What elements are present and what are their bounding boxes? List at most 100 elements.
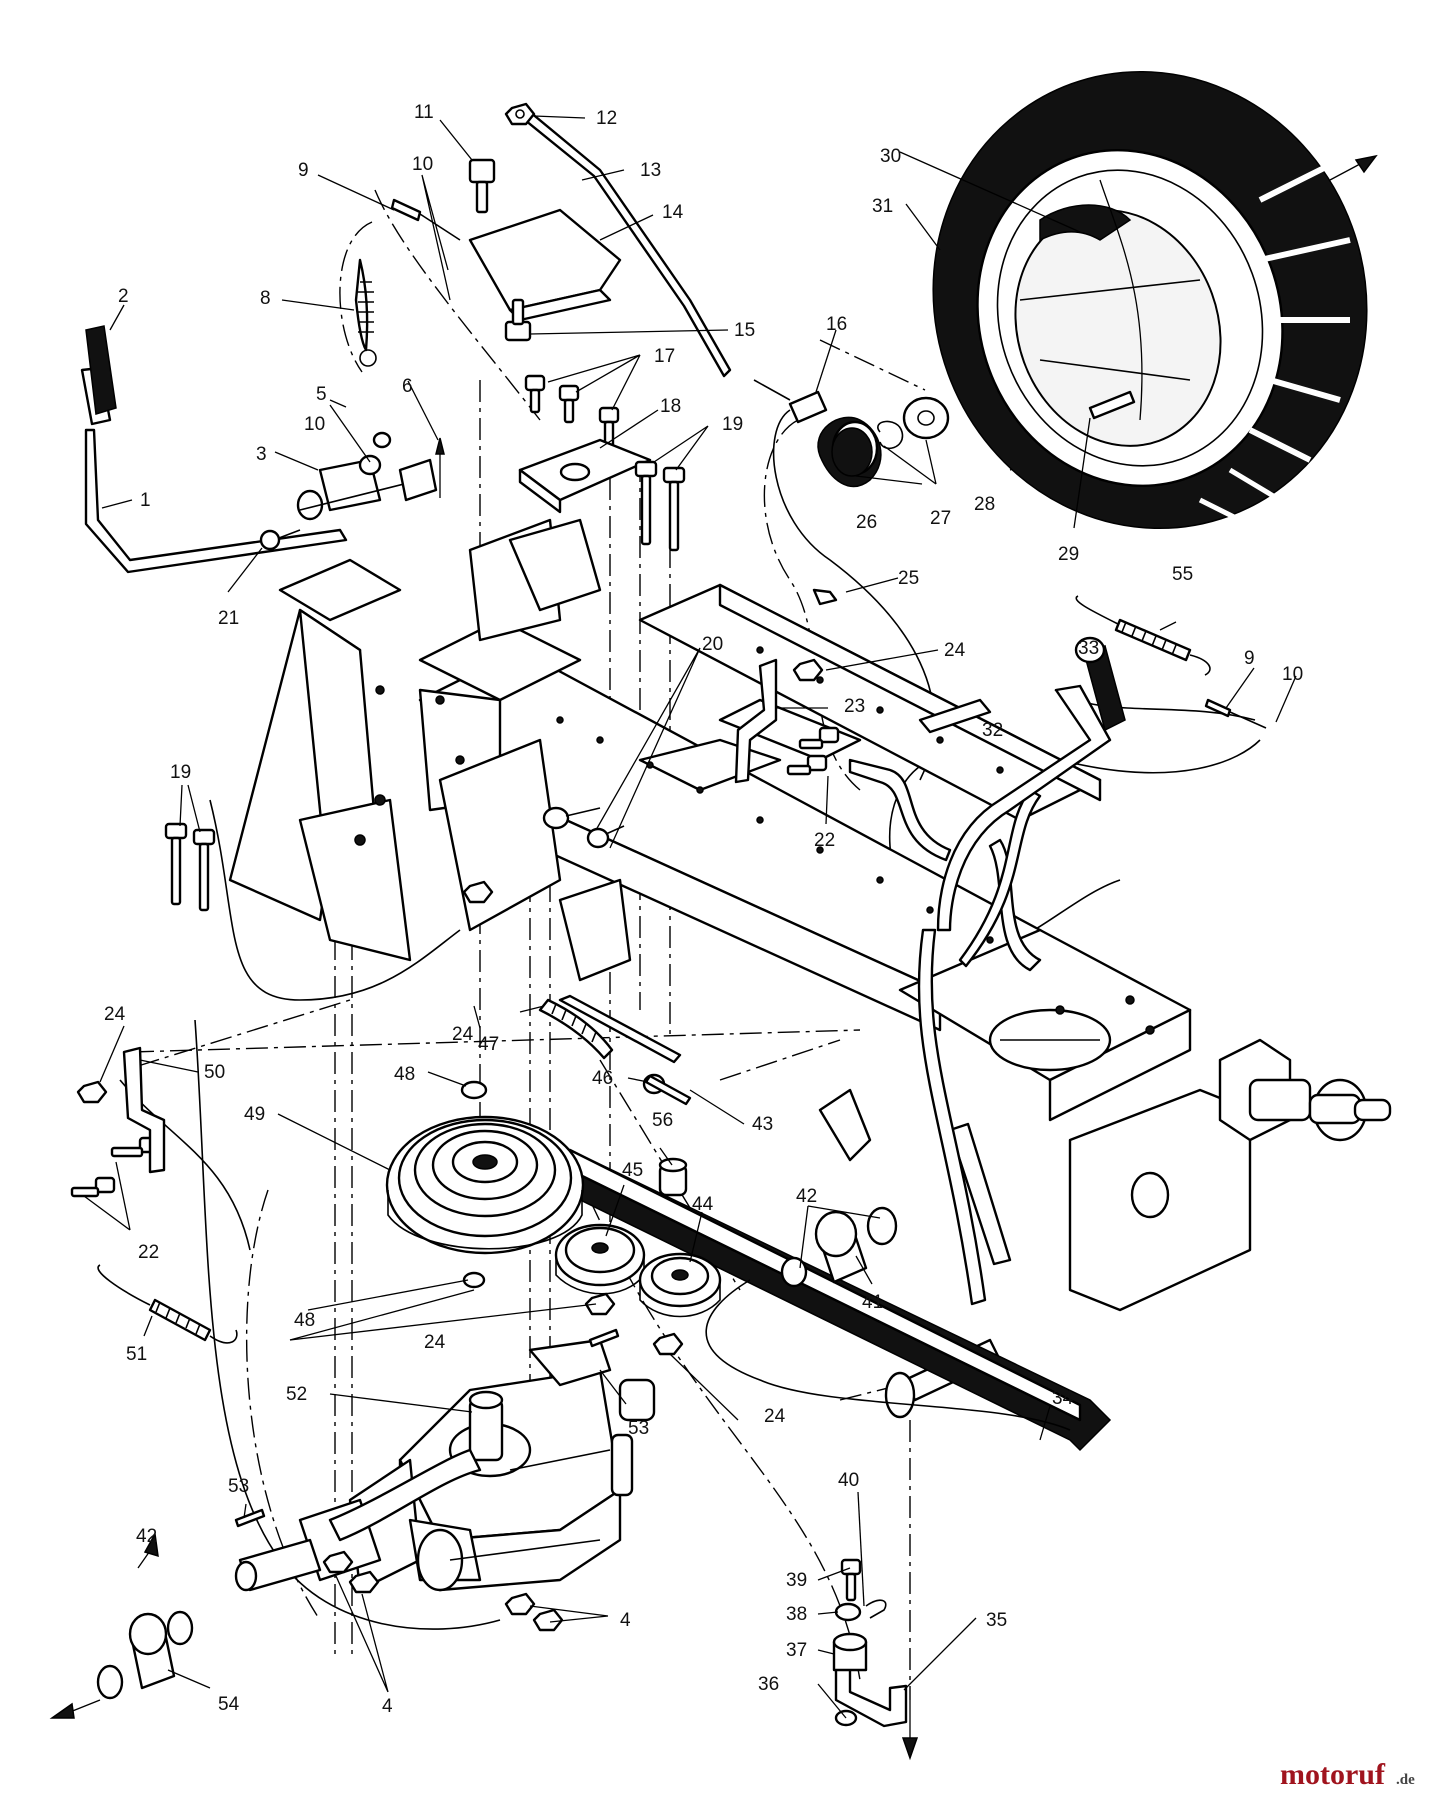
part-label-46: 46 bbox=[592, 1068, 613, 1089]
spacers bbox=[128, 1210, 868, 1690]
part-label-21: 21 bbox=[218, 608, 239, 629]
part-label-52: 52 bbox=[286, 1384, 307, 1405]
bracket-35 bbox=[834, 1662, 908, 1728]
rear-tire bbox=[932, 70, 1378, 530]
part-label-17: 17 bbox=[654, 346, 675, 367]
part-label-24d: 24 bbox=[424, 1332, 446, 1353]
part-label-15: 15 bbox=[734, 320, 755, 341]
part-label-32: 32 bbox=[982, 720, 1003, 741]
part-label-48a: 48 bbox=[394, 1064, 415, 1085]
watermark-suffix: .de bbox=[1396, 1772, 1415, 1788]
part-label-41: 41 bbox=[862, 1292, 883, 1313]
part-label-30: 30 bbox=[880, 146, 901, 167]
leader-lines bbox=[83, 115, 1297, 1719]
part-label-48b: 48 bbox=[294, 1310, 315, 1331]
bracket-23 bbox=[734, 658, 778, 784]
part-label-18: 18 bbox=[660, 396, 681, 417]
nuts-24 bbox=[76, 658, 824, 1356]
part-label-19a: 19 bbox=[722, 414, 743, 435]
part-label-16: 16 bbox=[826, 314, 847, 335]
bolts-19-rear bbox=[634, 460, 686, 552]
transaxle bbox=[234, 1338, 656, 1592]
part-label-38: 38 bbox=[786, 1604, 807, 1625]
part-label-37: 37 bbox=[786, 1640, 807, 1661]
part-label-12: 12 bbox=[596, 108, 617, 129]
part-label-36: 36 bbox=[758, 1674, 779, 1695]
part-label-10c: 10 bbox=[1282, 664, 1303, 685]
bolts-19-front bbox=[164, 822, 216, 912]
part-label-31: 31 bbox=[872, 196, 893, 217]
part-label-9a: 9 bbox=[298, 160, 309, 181]
part-label-51: 51 bbox=[126, 1344, 147, 1365]
part-label-35: 35 bbox=[986, 1610, 1007, 1631]
part-label-4a: 4 bbox=[620, 1610, 631, 1631]
part-label-8: 8 bbox=[260, 288, 271, 309]
part-label-25: 25 bbox=[898, 568, 919, 589]
part-number-labels: 1 2 3 4 4 5 6 8 9 9 10 10 10 11 12 13 14… bbox=[104, 102, 1303, 1717]
nut-12 bbox=[504, 102, 536, 126]
part-label-24c: 24 bbox=[104, 1004, 126, 1025]
part-label-53a: 53 bbox=[628, 1418, 649, 1439]
part-label-47: 47 bbox=[478, 1034, 499, 1055]
part-label-34: 34 bbox=[1052, 1388, 1074, 1409]
part-label-26: 26 bbox=[856, 512, 877, 533]
part-label-13: 13 bbox=[640, 160, 661, 181]
part-label-56: 56 bbox=[652, 1110, 673, 1131]
part-label-54: 54 bbox=[218, 1694, 240, 1715]
part-label-10b: 10 bbox=[304, 414, 325, 435]
bolt-15 bbox=[504, 298, 532, 342]
part-label-49: 49 bbox=[244, 1104, 265, 1125]
part-label-45: 45 bbox=[622, 1160, 643, 1181]
part-label-5: 5 bbox=[316, 384, 327, 405]
part-label-33: 33 bbox=[1078, 638, 1099, 659]
part-label-22b: 22 bbox=[138, 1242, 159, 1263]
part-label-14: 14 bbox=[662, 202, 684, 223]
frame-holes bbox=[354, 646, 1155, 1035]
bolts-22 bbox=[70, 726, 840, 1198]
springs bbox=[97, 198, 1267, 1344]
part-label-43: 43 bbox=[752, 1114, 773, 1135]
part-label-40: 40 bbox=[838, 1470, 859, 1491]
bracket-50 bbox=[122, 1046, 166, 1174]
direction-arrows bbox=[49, 1531, 919, 1761]
part-label-24b: 24 bbox=[452, 1024, 474, 1045]
part-label-39: 39 bbox=[786, 1570, 807, 1591]
part-label-44: 44 bbox=[692, 1194, 714, 1215]
part-label-6: 6 bbox=[402, 376, 413, 397]
part-label-10a: 10 bbox=[412, 154, 433, 175]
part-label-2: 2 bbox=[118, 286, 129, 307]
part-label-19b: 19 bbox=[170, 762, 191, 783]
pulley-system bbox=[385, 1115, 1112, 1452]
part-label-22a: 22 bbox=[814, 830, 835, 851]
part-label-27: 27 bbox=[930, 508, 951, 529]
shift-lever-assembly bbox=[80, 325, 445, 574]
bolt-11 bbox=[468, 158, 496, 214]
nuts-4 bbox=[322, 1550, 564, 1632]
watermark: motoruf .de bbox=[1280, 1758, 1415, 1791]
hardware bbox=[70, 102, 908, 1728]
bolt-39 bbox=[840, 1558, 862, 1602]
part-label-1: 1 bbox=[140, 490, 151, 511]
part-label-29: 29 bbox=[1058, 544, 1079, 565]
part-label-4b: 4 bbox=[382, 1696, 393, 1717]
part-label-3: 3 bbox=[256, 444, 267, 465]
bolts-17 bbox=[524, 374, 620, 448]
main-frame bbox=[228, 518, 1392, 1312]
part-label-50: 50 bbox=[204, 1062, 225, 1083]
watermark-brand: motoruf bbox=[1280, 1758, 1386, 1791]
part-label-23: 23 bbox=[844, 696, 865, 717]
part-label-42a: 42 bbox=[796, 1186, 817, 1207]
pins bbox=[234, 588, 887, 1619]
part-label-9b: 9 bbox=[1244, 648, 1255, 669]
part-label-24e: 24 bbox=[764, 1406, 786, 1427]
hub-parts bbox=[817, 396, 950, 487]
part-label-42b: 42 bbox=[136, 1526, 157, 1547]
part-label-11: 11 bbox=[414, 102, 434, 123]
part-label-24a: 24 bbox=[944, 640, 966, 661]
bolts-20 bbox=[542, 806, 625, 849]
linkage-rods bbox=[468, 110, 1042, 1266]
part-label-53b: 53 bbox=[228, 1476, 249, 1497]
bracket-18 bbox=[518, 438, 652, 514]
part-label-20: 20 bbox=[702, 634, 723, 655]
